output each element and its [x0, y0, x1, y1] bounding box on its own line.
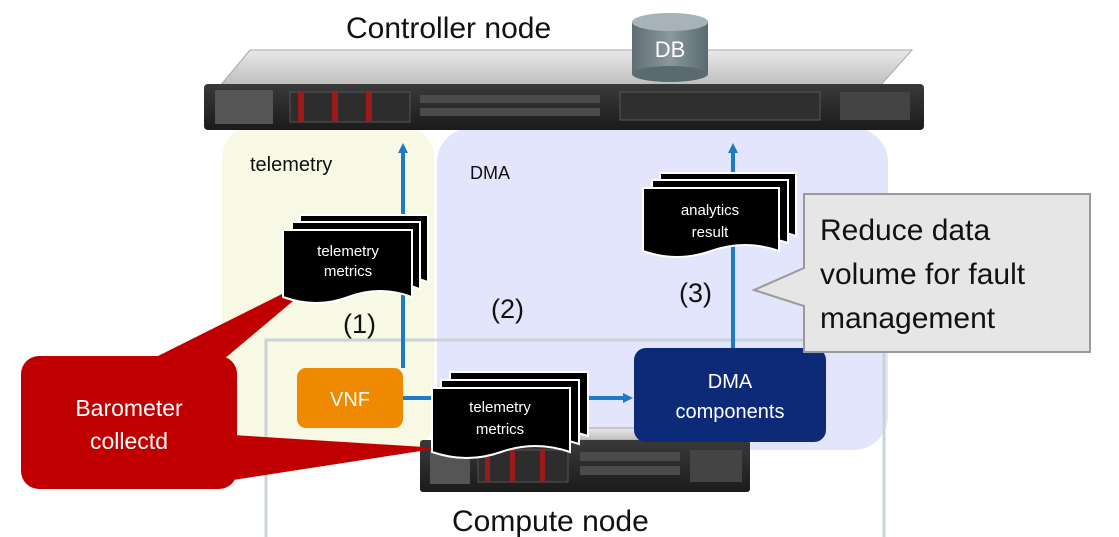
barometer-pointer-bottom — [233, 435, 440, 480]
barometer-line1: Barometer — [75, 395, 183, 421]
telemetry-metrics-doc-top: telemetry metrics — [282, 214, 429, 304]
compute-node-title: Compute node — [452, 505, 649, 537]
analytics-line2: result — [692, 224, 730, 241]
step-3-label: (3) — [679, 278, 712, 308]
analytics-result-doc: analytics result — [642, 172, 797, 258]
controller-node-title: Controller node — [346, 12, 551, 45]
telemetry-region-label: telemetry — [250, 154, 332, 176]
dma-components-line1: DMA — [708, 371, 753, 393]
barometer-line2: collectd — [90, 428, 168, 454]
doc-top-line1: telemetry — [317, 243, 379, 260]
barometer-box — [21, 356, 237, 489]
barometer-pointer-top — [120, 270, 330, 375]
db-cylinder — [632, 13, 708, 82]
controller-server — [204, 49, 924, 130]
analytics-line1: analytics — [681, 202, 739, 219]
callout-line1: Reduce data — [820, 214, 990, 247]
callout-bubble — [751, 193, 1091, 353]
vnf-box — [297, 368, 403, 428]
doc-bottom-line1: telemetry — [469, 399, 531, 416]
step-2-label: (2) — [491, 294, 524, 324]
doc-bottom-line2: metrics — [476, 421, 524, 438]
step-1-label: (1) — [343, 309, 376, 339]
doc-top-line2: metrics — [324, 263, 372, 280]
dma-components-box — [634, 348, 826, 442]
dma-region-label: DMA — [470, 163, 510, 183]
vnf-label: VNF — [330, 389, 370, 411]
db-label: DB — [655, 37, 686, 62]
callout-line3: management — [820, 302, 996, 335]
telemetry-metrics-doc-bottom: telemetry metrics — [431, 371, 589, 459]
dma-components-line2: components — [676, 401, 785, 423]
callout-line2: volume for fault — [820, 258, 1026, 291]
